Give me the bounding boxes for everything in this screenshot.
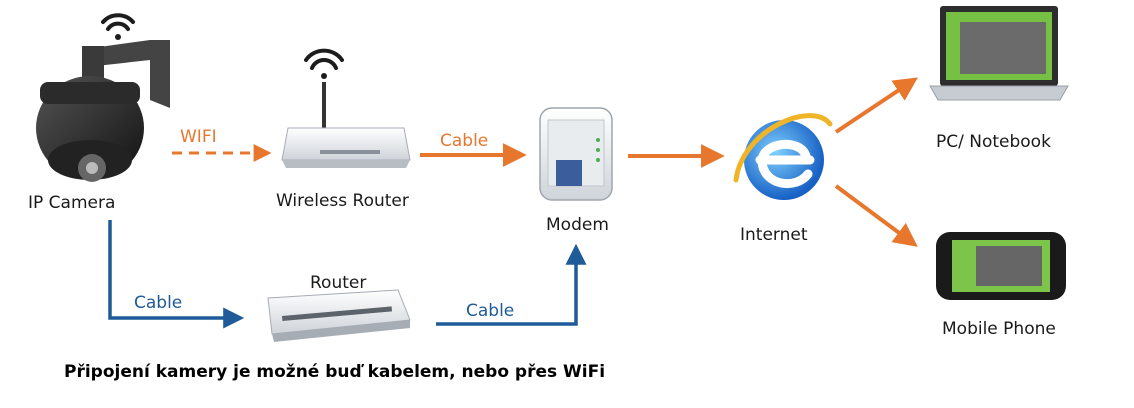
- pc-notebook-label: PC/ Notebook: [936, 132, 1051, 152]
- cable-edge-label-3: Cable: [466, 301, 514, 321]
- router: [267, 289, 411, 342]
- wifi-icon: [304, 48, 344, 79]
- pc-notebook: [929, 6, 1069, 101]
- internet-icon: [733, 113, 833, 200]
- modem: [539, 107, 613, 201]
- cable-edge-label-2: Cable: [134, 293, 182, 313]
- caption: Připojení kamery je možné buď kabelem, n…: [64, 362, 606, 382]
- mobile-phone-label: Mobile Phone: [942, 319, 1056, 339]
- mobile-phone: [936, 232, 1066, 300]
- arrow-internet-mobile: [834, 184, 918, 247]
- ip-camera-label: IP Camera: [28, 193, 115, 213]
- cable-arrow-camera-router: [108, 220, 245, 329]
- wifi-icon: [101, 13, 135, 40]
- wireless-router-label: Wireless Router: [276, 191, 409, 211]
- internet-label: Internet: [740, 225, 808, 245]
- wireless-router: [281, 48, 411, 168]
- wifi-edge-label: WIFI: [180, 127, 217, 147]
- modem-label: Modem: [546, 215, 609, 235]
- arrow-internet-pc: [834, 77, 918, 134]
- cable-edge-label-1: Cable: [440, 131, 488, 151]
- ip-camera: [36, 13, 170, 182]
- cable-arrow-router-modem-blue: [436, 243, 587, 326]
- router-label: Router: [310, 273, 366, 293]
